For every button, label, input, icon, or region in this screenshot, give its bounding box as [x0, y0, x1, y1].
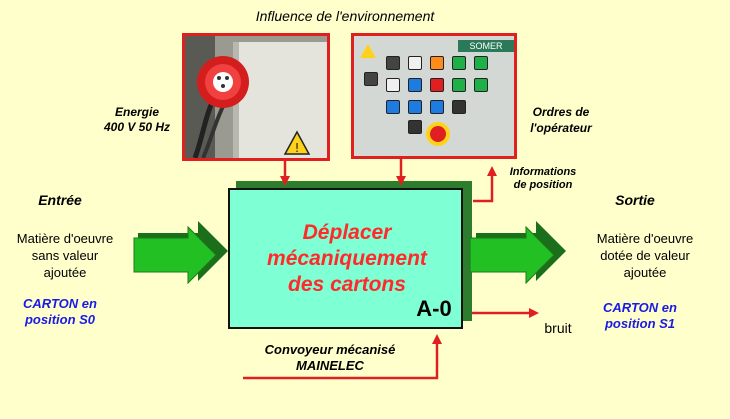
- panel-button: [430, 100, 444, 114]
- panel-button: [386, 56, 400, 70]
- output-description: Matière d'oeuvre dotée de valeur ajoutée: [570, 230, 720, 281]
- panel-button: [452, 78, 466, 92]
- output-product-line: position S1: [604, 316, 676, 331]
- support-label-line1: Convoyeur mécanisé: [264, 342, 396, 357]
- operator-orders-line2: l'opérateur: [530, 121, 592, 135]
- function-label: Déplacer mécaniquement des cartons: [232, 220, 462, 298]
- input-product-line: CARTON en: [23, 296, 97, 311]
- position-info-arrow: [473, 166, 497, 203]
- emergency-stop-button: [426, 122, 450, 146]
- energy-label-line2: 400 V 50 Hz: [103, 120, 171, 134]
- power-socket-photo: !: [182, 33, 330, 161]
- support-label-line2: MAINELEC: [296, 358, 364, 373]
- input-desc-line: Matière d'oeuvre: [16, 231, 114, 246]
- noise-label: bruit: [544, 320, 572, 336]
- output-product: CARTON en position S1: [585, 300, 695, 332]
- warning-icon: [360, 44, 376, 58]
- function-line: Déplacer: [302, 221, 392, 244]
- panel-button: [364, 72, 378, 86]
- panel-button: [408, 78, 422, 92]
- function-line: mécaniquement: [267, 247, 427, 270]
- output-product-line: CARTON en: [603, 300, 677, 315]
- panel-button: [408, 100, 422, 114]
- panel-button: [430, 56, 444, 70]
- panel-button: [408, 120, 422, 134]
- panel-button: [386, 78, 400, 92]
- input-description: Matière d'oeuvre sans valeur ajoutée: [0, 230, 130, 281]
- panel-brand: SOMER: [458, 40, 514, 52]
- input-product: CARTON en position S0: [10, 296, 110, 328]
- function-line: des cartons: [288, 273, 406, 296]
- panel-button: [386, 100, 400, 114]
- position-info-line1: Informations: [509, 166, 577, 178]
- support-label: Convoyeur mécanisé MAINELEC: [230, 342, 430, 374]
- support-arrow: [243, 334, 442, 380]
- energy-label: Energie 400 V 50 Hz: [82, 105, 192, 135]
- position-info-label: Informations de position: [498, 166, 588, 192]
- panel-button: [474, 78, 488, 92]
- power-socket-illustration: !: [185, 36, 327, 158]
- svg-text:!: !: [295, 141, 300, 155]
- input-arrow: [133, 225, 217, 285]
- block-reference: A-0: [416, 296, 452, 321]
- output-desc-line: dotée de valeur: [600, 248, 690, 263]
- panel-button: [474, 56, 488, 70]
- energy-label-line1: Energie: [114, 105, 159, 119]
- function-block: [228, 188, 463, 329]
- panel-button: [430, 78, 444, 92]
- operator-orders-label: Ordres de l'opérateur: [506, 104, 616, 136]
- output-desc-line: ajoutée: [623, 265, 667, 280]
- control-panel-photo: SOMER: [351, 33, 517, 159]
- input-product-line: position S0: [24, 312, 96, 327]
- output-desc-line: Matière d'oeuvre: [596, 231, 694, 246]
- input-desc-line: sans valeur: [31, 248, 99, 263]
- input-desc-line: ajoutée: [43, 265, 87, 280]
- environment-title: Influence de l'environnement: [255, 8, 435, 24]
- input-title: Entrée: [38, 192, 82, 208]
- panel-button: [408, 56, 422, 70]
- operator-orders-line1: Ordres de: [532, 105, 590, 119]
- output-arrow: [469, 225, 555, 285]
- panel-button: [452, 100, 466, 114]
- output-title: Sortie: [615, 192, 655, 208]
- panel-button: [452, 56, 466, 70]
- position-info-line2: de position: [513, 179, 573, 191]
